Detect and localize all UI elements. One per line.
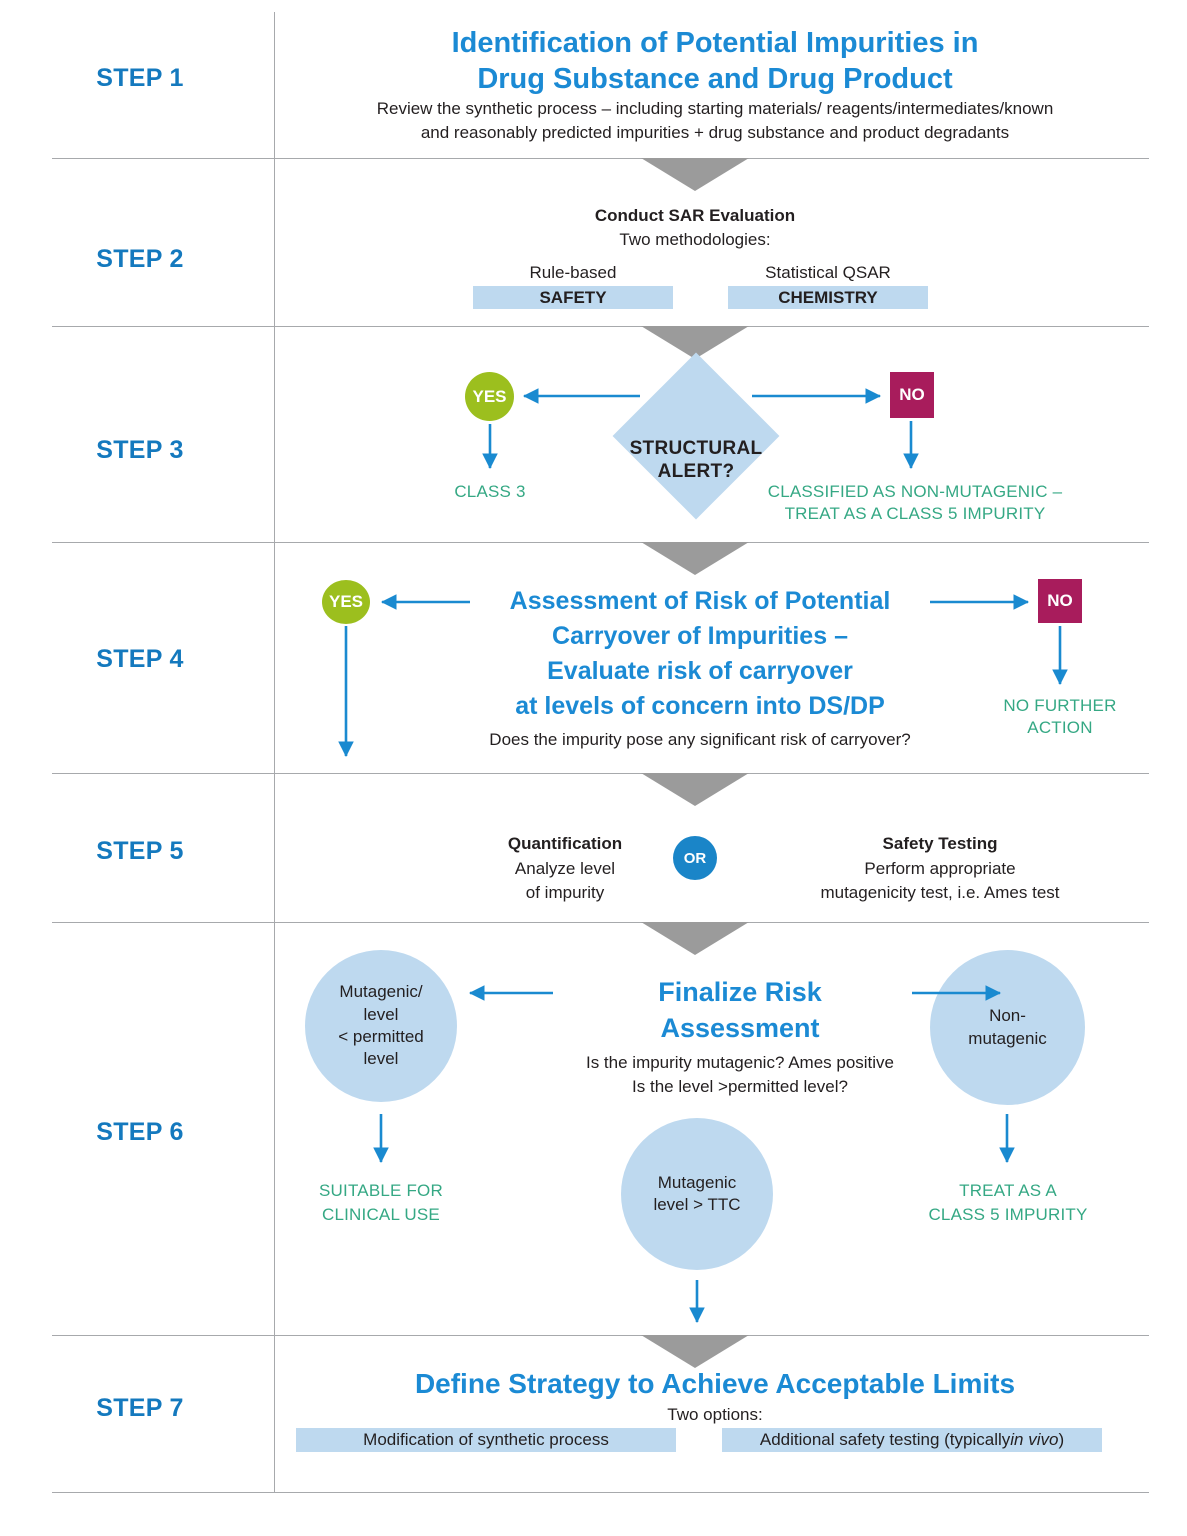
step4-title-line2: Carryover of Impurities –	[552, 622, 848, 650]
step-label-7: STEP 7	[96, 1394, 184, 1422]
step2-subheading: Two methodologies:	[619, 230, 771, 249]
step3-no-badge[interactable]: NO	[890, 372, 934, 418]
step4-no-outcome-line2: ACTION	[1027, 718, 1093, 737]
divider-bottom	[52, 1492, 1149, 1493]
divider-step2-step3	[52, 326, 1149, 327]
step4-no-badge[interactable]: NO	[1038, 579, 1082, 623]
step-label-3: STEP 3	[96, 436, 184, 464]
step6-title-line2: Assessment	[660, 1013, 820, 1043]
step-label-2: STEP 2	[96, 245, 184, 273]
step7-option-2-prefix: Additional safety testing (typically	[759, 1430, 1011, 1449]
step4-no-outcome-line1: NO FURTHER	[1003, 696, 1117, 715]
step1-body-line1: Review the synthetic process – including…	[376, 99, 1054, 118]
step5-left-line1: Analyze level	[514, 859, 616, 878]
step5-left-heading: Quantification	[507, 834, 623, 853]
step5-right-heading: Safety Testing	[882, 834, 998, 853]
step2-option-2-caption: Statistical QSAR	[765, 263, 891, 282]
step5-left-line2: of impurity	[525, 883, 605, 902]
label-column-divider	[274, 12, 275, 1492]
step6-right-outcome-line2: CLASS 5 IMPURITY	[928, 1205, 1088, 1224]
structural-alert-label-line1: STRUCTURAL	[629, 438, 763, 459]
step7-title: Define Strategy to Achieve Acceptable Li…	[414, 1368, 1016, 1399]
step5-or-badge: OR	[673, 836, 717, 880]
step1-title-line2: Drug Substance and Drug Product	[477, 63, 953, 95]
step4-yes-badge[interactable]: YES	[322, 580, 370, 624]
chevron-down-icon-3	[641, 542, 749, 575]
step1-title-line1: Identification of Potential Impurities i…	[451, 27, 979, 59]
step5-right-line2: mutagenicity test, i.e. Ames test	[820, 883, 1060, 902]
step4-title-line3: Evaluate risk of carryover	[547, 657, 853, 685]
step1-body-line2: and reasonably predicted impurities + dr…	[420, 123, 1010, 142]
divider-step1-step2	[52, 158, 1149, 159]
step6-right-circle: Non-mutagenic	[930, 950, 1085, 1105]
chevron-down-icon-6	[641, 1335, 749, 1368]
step6-title-line1: Finalize Risk	[658, 977, 822, 1007]
step6-right-outcome-line1: TREAT AS A	[959, 1181, 1057, 1200]
step6-left-outcome-line1: SUITABLE FOR	[319, 1181, 443, 1200]
divider-step4-step5	[52, 773, 1149, 774]
structural-alert-label-line2: ALERT?	[657, 461, 735, 482]
step3-yes-outcome: CLASS 3	[454, 482, 526, 501]
step-label-1: STEP 1	[96, 64, 184, 92]
step-label-5: STEP 5	[96, 837, 184, 865]
step6-question-line2: Is the level >permitted level?	[632, 1077, 848, 1096]
step7-option-2-box[interactable]: Additional safety testing (typically in …	[722, 1428, 1102, 1452]
step5-right-line1: Perform appropriate	[864, 859, 1016, 878]
step7-option-1-box[interactable]: Modification of synthetic process	[296, 1428, 676, 1452]
divider-step5-step6	[52, 922, 1149, 923]
step3-no-outcome-line1: CLASSIFIED AS NON-MUTAGENIC –	[767, 482, 1063, 501]
step3-yes-badge[interactable]: YES	[465, 372, 514, 421]
step4-title-line1: Assessment of Risk of Potential	[509, 587, 891, 615]
step7-subheading: Two options:	[667, 1405, 763, 1424]
step-label-4: STEP 4	[96, 645, 184, 673]
step7-option-2-suffix: )	[1058, 1430, 1065, 1449]
step3-no-outcome-line2: TREAT AS A CLASS 5 IMPURITY	[784, 504, 1046, 523]
step2-heading: Conduct SAR Evaluation	[594, 206, 796, 225]
chevron-down-icon-1	[641, 158, 749, 191]
step6-question-line1: Is the impurity mutagenic? Ames positive	[585, 1053, 895, 1072]
step-label-6: STEP 6	[96, 1118, 184, 1146]
chevron-down-icon-5	[641, 922, 749, 955]
step4-question: Does the impurity pose any significant r…	[489, 730, 911, 749]
divider-step6-step7	[52, 1335, 1149, 1336]
step7-option-2-italic: in vivo	[1010, 1430, 1059, 1449]
step2-option-1-box[interactable]: SAFETY	[473, 286, 673, 309]
divider-step3-step4	[52, 542, 1149, 543]
step6-right-circle-text: Non-mutagenic	[968, 1006, 1047, 1048]
step2-option-1-caption: Rule-based	[529, 263, 617, 282]
chevron-down-icon-4	[641, 773, 749, 806]
step6-left-outcome-line2: CLINICAL USE	[322, 1205, 440, 1224]
step4-title-line4: at levels of concern into DS/DP	[515, 692, 885, 720]
step2-option-2-box[interactable]: CHEMISTRY	[728, 286, 928, 309]
